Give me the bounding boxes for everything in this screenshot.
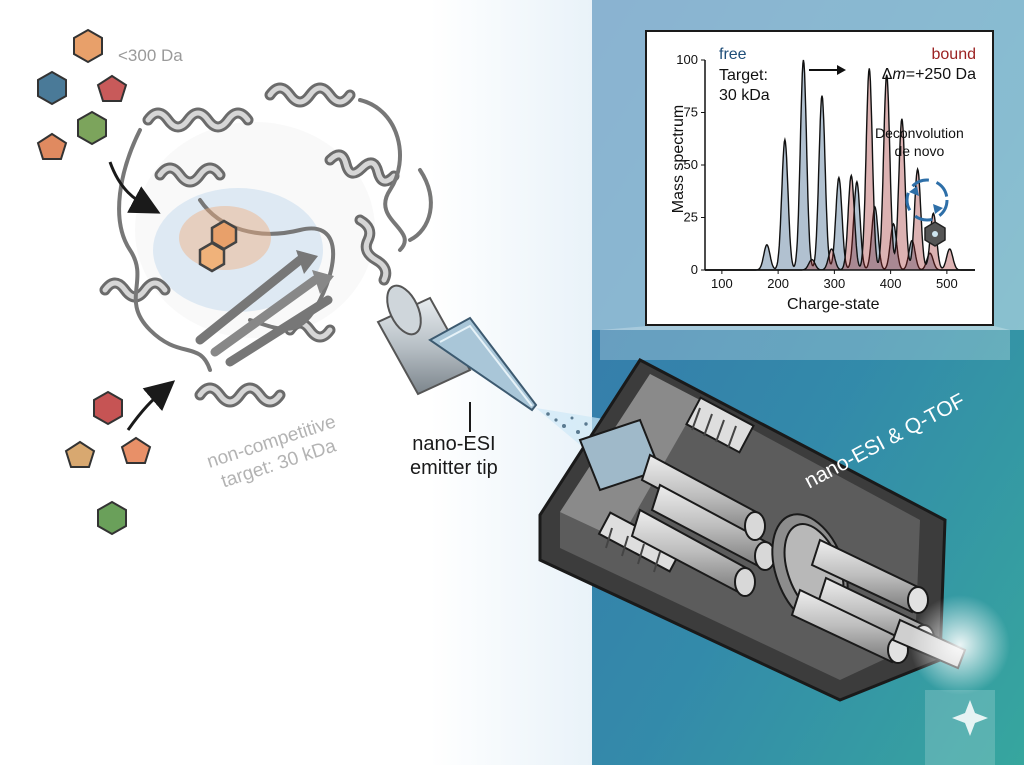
shift-arrow-head <box>837 65 846 75</box>
y-tick-label: 100 <box>676 52 698 67</box>
emitter-label-line2: emitter tip <box>410 456 498 480</box>
ligand-5 <box>94 392 122 424</box>
deconvolution-line2: de novo <box>875 142 964 160</box>
ligand-8 <box>98 502 126 534</box>
exit-beam <box>925 690 995 765</box>
x-axis-label: Charge-state <box>787 296 880 314</box>
mass-shift-var: m <box>892 66 905 83</box>
mass-shift-suffix: =+250 Da <box>906 66 976 83</box>
x-tick-label: 200 <box>767 276 789 291</box>
ligand-1 <box>38 72 66 104</box>
emitter-label: nano-ESI emitter tip <box>410 432 498 480</box>
target-mass-line2: 30 kDa <box>719 86 770 106</box>
mass-shift-label: Δm=+250 Da <box>882 66 976 84</box>
ligand-3 <box>78 112 106 144</box>
x-tick-label: 300 <box>824 276 846 291</box>
legend-free: free <box>719 46 747 64</box>
y-tick-label: 0 <box>691 262 698 277</box>
target-mass-label: Target: 30 kDa <box>719 66 770 106</box>
emitter-label-line1: nano-ESI <box>410 432 498 456</box>
deconvolution-label: Deconvolution de novo <box>875 124 964 160</box>
legend-bound: bound <box>932 46 977 64</box>
mass-shift-prefix: Δ <box>882 66 893 83</box>
target-mass-line1: Target: <box>719 66 770 86</box>
ligand-size-label: <300 Da <box>118 46 183 66</box>
deconvolution-line1: Deconvolution <box>875 124 964 142</box>
exit-glow <box>910 595 1010 695</box>
y-axis-label: Mass spectrum <box>670 99 688 219</box>
x-tick-label: 500 <box>936 276 958 291</box>
x-tick-label: 400 <box>880 276 902 291</box>
x-tick-label: 100 <box>711 276 733 291</box>
zoom-connector <box>600 326 1010 360</box>
ligand-0 <box>74 30 102 62</box>
